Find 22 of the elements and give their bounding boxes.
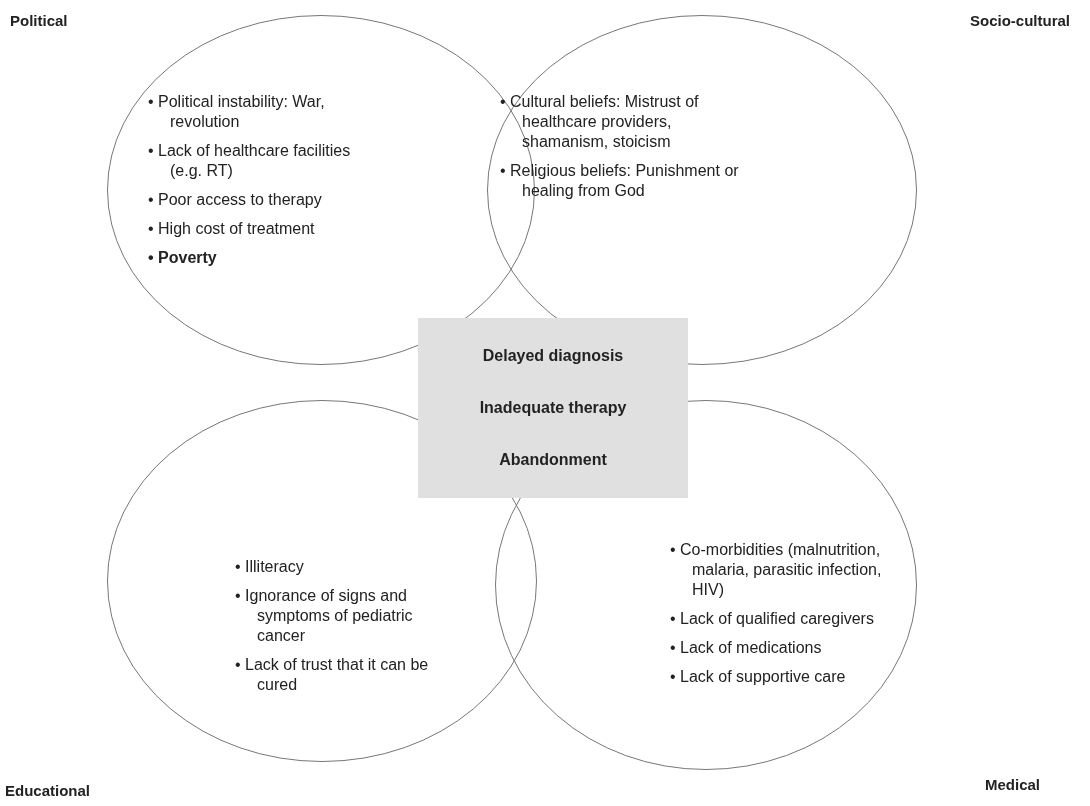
outcome-text: Delayed diagnosis [482, 347, 624, 365]
bullet-item: • Poverty [148, 248, 218, 268]
outcome-text: Inadequate therapy [479, 399, 627, 417]
bullet-item: • Cultural beliefs: Mistrust of healthcare providers, shamanism, stoicism [500, 92, 700, 152]
category-heading: Socio-cultural [970, 12, 1070, 29]
bullet-item: • High cost of treatment [148, 219, 316, 239]
highlight-box [418, 318, 688, 498]
bullet-item: • Lack of medications [670, 638, 823, 658]
bullet-item: • Poor access to therapy [148, 190, 323, 210]
bullet-item: • Ignorance of signs and symptoms of pediatric cancer [235, 586, 414, 646]
bullet-item: • Illiteracy [235, 557, 305, 577]
bullet-item: • Co-morbidities (malnutrition, malaria, parasitic infection, HIV) [670, 540, 883, 600]
outcome-text: Abandonment [499, 451, 607, 469]
bullet-item: • Lack of qualified caregivers [670, 609, 875, 629]
bullet-item: • Lack of trust that it can be cured [235, 655, 430, 695]
category-heading: Medical [985, 776, 1041, 793]
bullet-item: • Lack of supportive care [670, 667, 847, 687]
bullet-item: • Religious beliefs: Punishment or healing from God [500, 161, 740, 201]
category-heading: Educational [5, 782, 90, 799]
category-heading: Political [10, 12, 68, 29]
bullet-item: • Lack of healthcare facilities (e.g. RT) [148, 141, 352, 181]
bullet-item: • Political instability: War, revolution [148, 92, 326, 132]
